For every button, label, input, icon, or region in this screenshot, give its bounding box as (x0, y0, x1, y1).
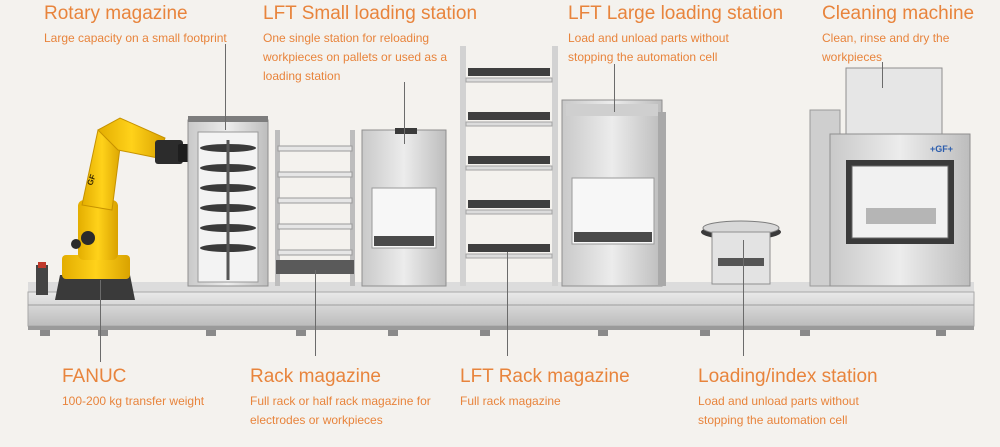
callout-title: Loading/index station (698, 366, 878, 387)
callout-title: Rotary magazine (44, 3, 188, 24)
callout-rack-magazine: Rack magazine Full rack or half rack mag… (250, 366, 440, 430)
robot-arm-text: GF (85, 173, 97, 187)
rack-magazine-icon (275, 130, 355, 286)
lft-large-station-icon (561, 99, 666, 287)
callout-desc: One single station for reloading workpie… (263, 31, 448, 83)
callout-title: LFT Large loading station (568, 3, 784, 24)
callout-title: Cleaning machine (822, 3, 975, 24)
callout-loading-index-station: Loading/index station Load and unload pa… (698, 366, 898, 430)
callout-rotary-magazine: Rotary magazine Large capacity on a smal… (44, 3, 254, 48)
lft-small-station-icon (361, 128, 447, 287)
lft-rack-magazine-icon (460, 46, 558, 286)
callout-lft-large-loading-station: LFT Large loading station Load and unloa… (568, 3, 784, 67)
callout-desc: Full rack or half rack magazine for elec… (250, 394, 431, 427)
callout-lft-small-loading-station: LFT Small loading station One single sta… (263, 3, 478, 86)
callout-desc: Large capacity on a small footprint (44, 31, 227, 45)
callout-title: LFT Rack magazine (460, 366, 630, 387)
callout-lft-rack-magazine: LFT Rack magazine Full rack magazine (460, 366, 660, 411)
transfer-rail-icon (27, 282, 975, 336)
callout-cleaning-machine: Cleaning machine Clean, rinse and dry th… (822, 3, 982, 67)
fanuc-leader-line (100, 280, 101, 362)
callout-fanuc: FANUC 100-200 kg transfer weight (62, 366, 242, 411)
lft-small-leader-line (404, 82, 405, 144)
callout-desc: Load and unload parts without stopping t… (698, 394, 859, 427)
callout-title: LFT Small loading station (263, 3, 478, 24)
cleaning-machine-logo: +GF+ (930, 144, 953, 154)
rotary-magazine-icon (187, 116, 269, 287)
callout-desc: Full rack magazine (460, 394, 561, 408)
rack-leader-line (315, 270, 316, 356)
callout-desc: 100-200 kg transfer weight (62, 394, 205, 408)
fanuc-robot-icon: GF (36, 117, 196, 300)
callout-title: FANUC (62, 366, 127, 387)
callout-title: Rack magazine (250, 366, 381, 387)
loading-index-station-icon (701, 220, 781, 285)
lft-large-leader-line (614, 64, 615, 112)
lft-rack-leader-line (507, 252, 508, 356)
callout-desc: Clean, rinse and dry the workpieces (822, 31, 950, 64)
callout-desc: Load and unload parts without stopping t… (568, 31, 729, 64)
cleaning-machine-icon: +GF+ (809, 67, 971, 287)
cleaning-leader-line (882, 62, 883, 88)
loading-index-leader-line (743, 240, 744, 356)
rotary-leader-line (225, 44, 226, 130)
